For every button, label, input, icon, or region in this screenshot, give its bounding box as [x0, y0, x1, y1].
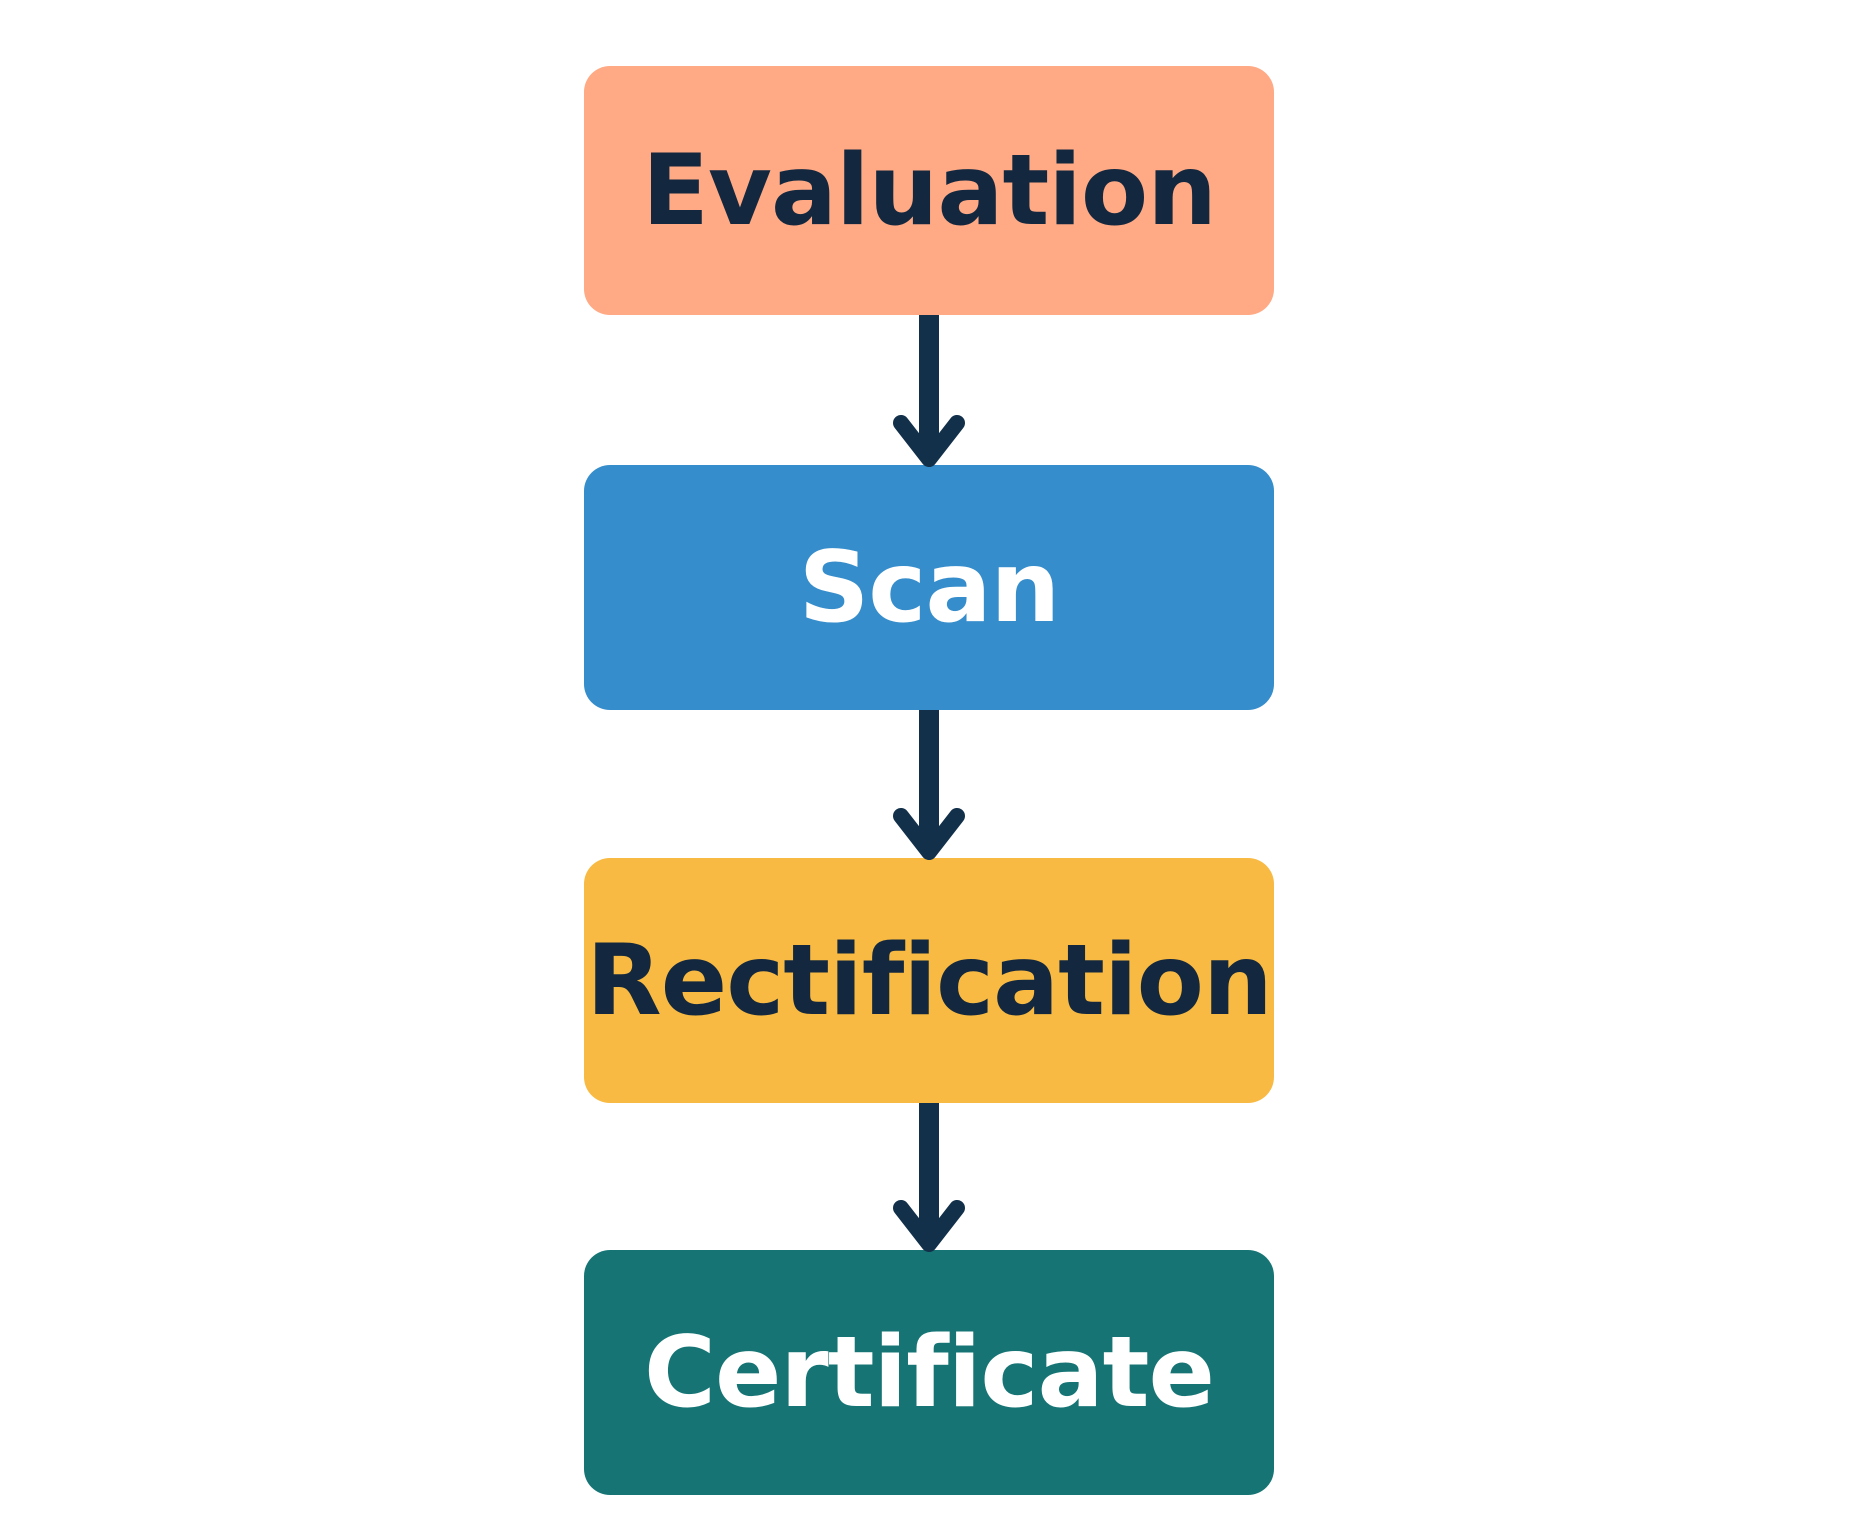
step-certificate-label: Certificate	[644, 1315, 1215, 1430]
arrow-rectification-to-certificate	[893, 1103, 965, 1252]
step-rectification-label: Rectification	[586, 923, 1272, 1038]
step-scan-box: Scan	[584, 465, 1274, 710]
step-scan-label: Scan	[798, 530, 1061, 645]
step-rectification-box: Rectification	[584, 858, 1274, 1103]
arrow-scan-to-rectification	[893, 710, 965, 860]
arrow-evaluation-to-scan	[893, 315, 965, 467]
step-evaluation-box: Evaluation	[584, 66, 1274, 315]
step-certificate-box: Certificate	[584, 1250, 1274, 1495]
step-evaluation-label: Evaluation	[642, 133, 1217, 248]
